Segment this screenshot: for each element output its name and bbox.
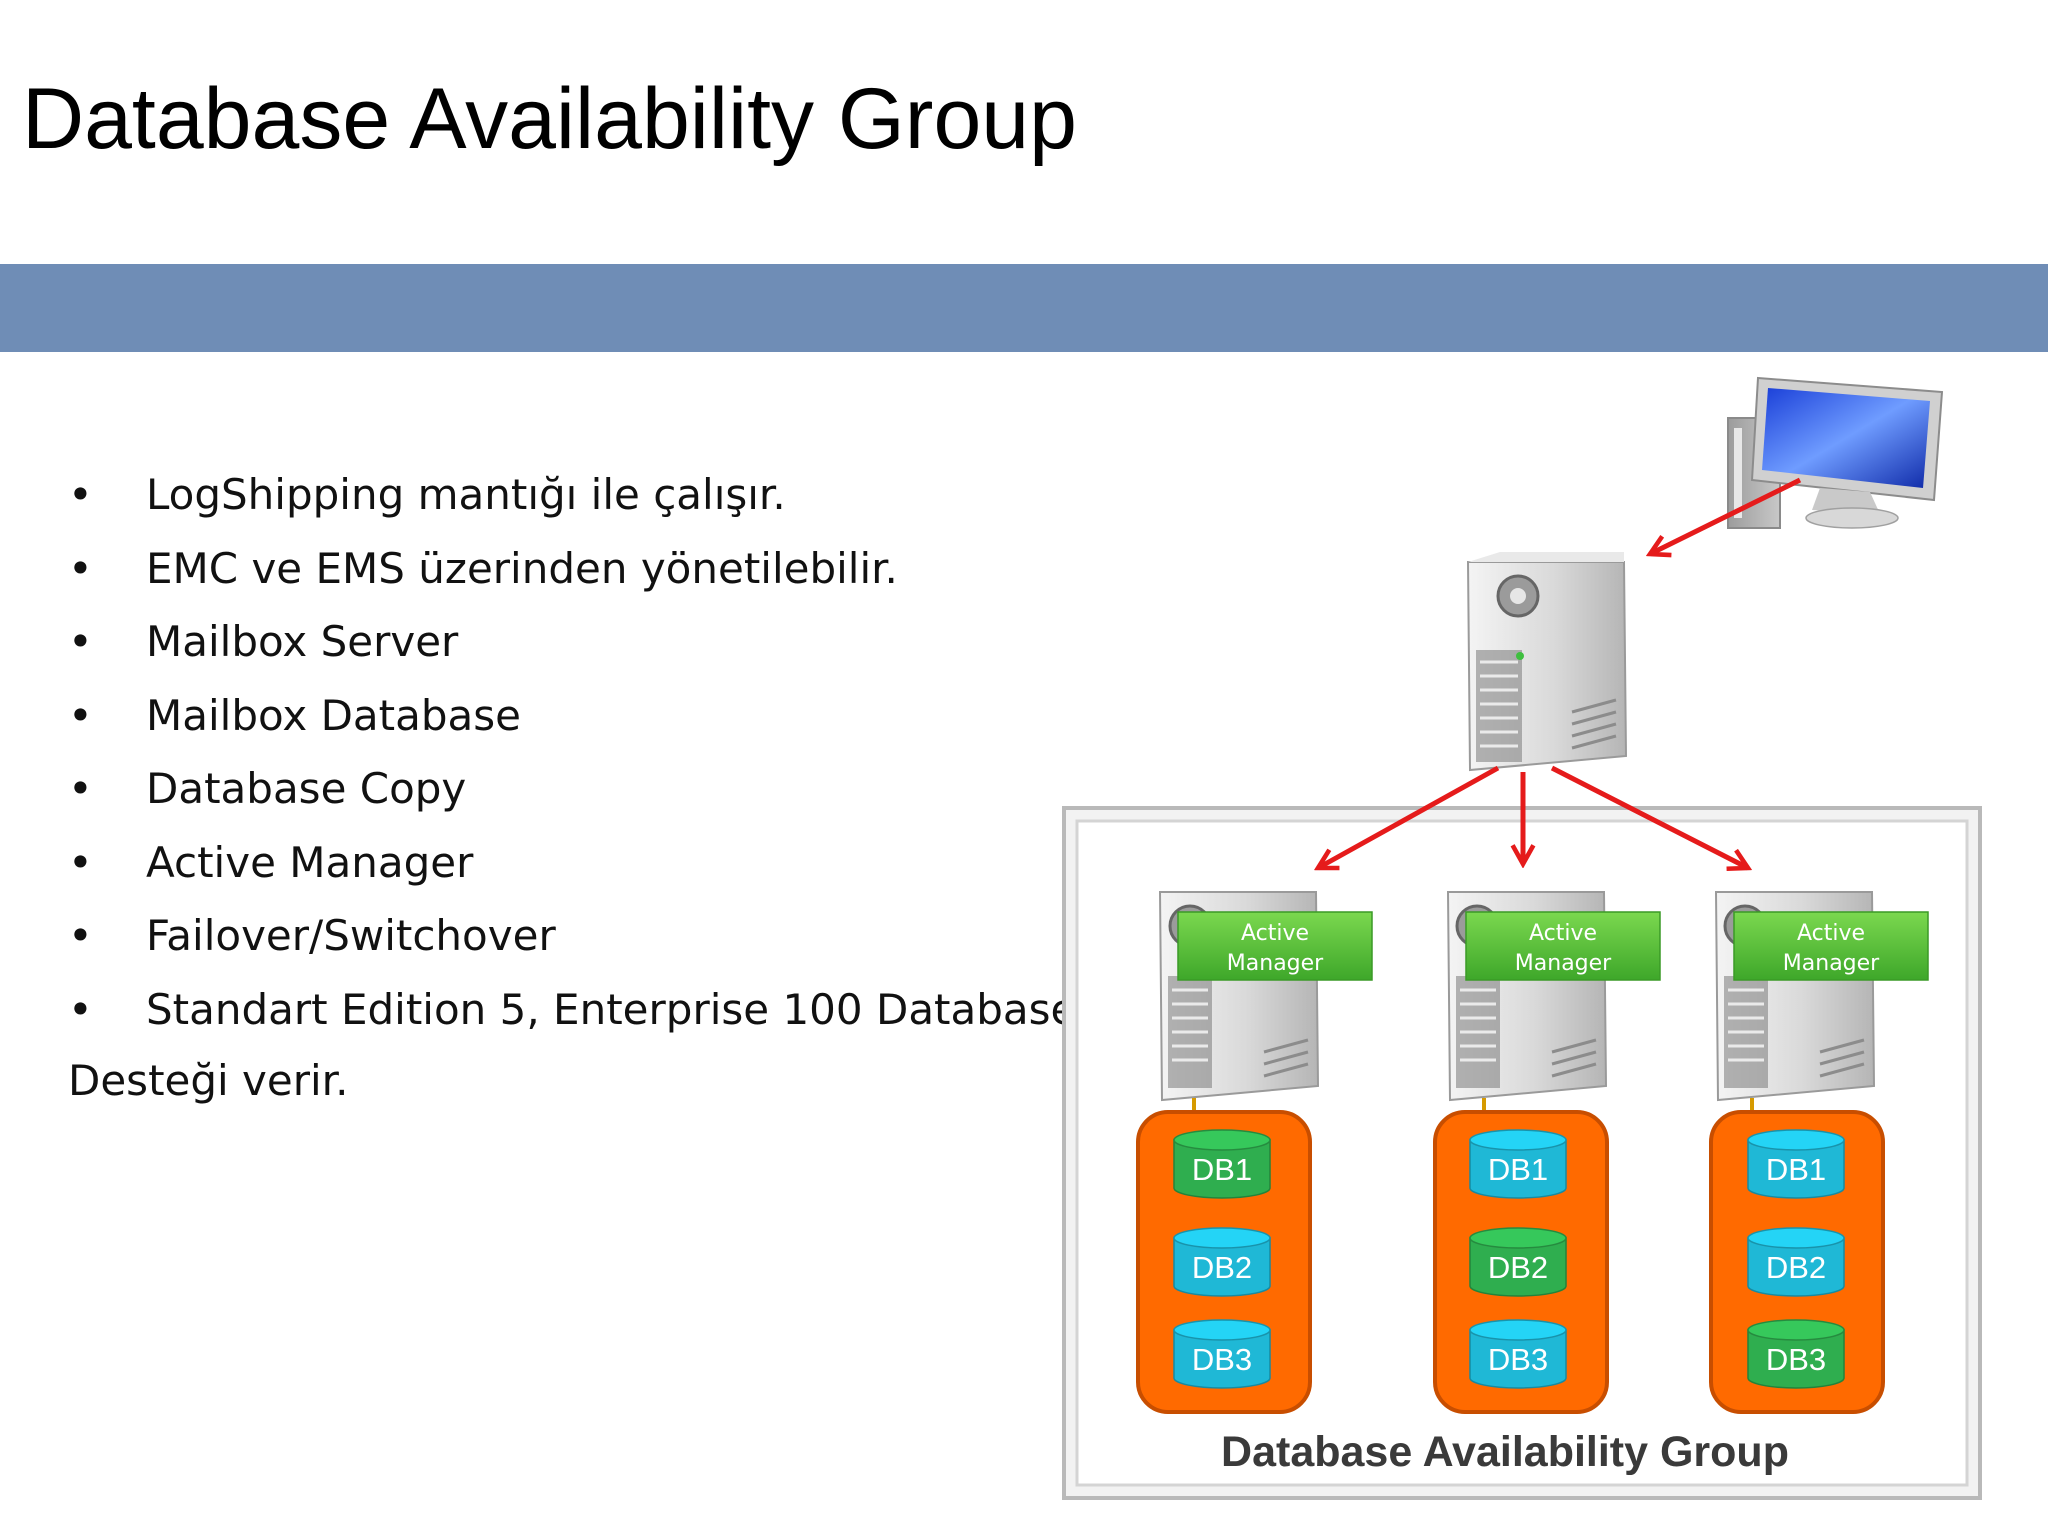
bullet-item: •Mailbox Database	[68, 679, 1068, 753]
cylinder-body	[1469, 1329, 1567, 1389]
cylinder-top	[1747, 1227, 1845, 1249]
slide-title: Database Availability Group	[22, 71, 1077, 167]
bullet-item: •Mailbox Server	[68, 605, 1068, 679]
database-label: DB2	[1488, 1250, 1548, 1285]
cylinder-top	[1173, 1227, 1271, 1249]
cylinder-body	[1747, 1329, 1845, 1389]
bullet-item: •LogShipping mantığı ile çalışır.	[68, 458, 1068, 532]
central-server-icon	[1466, 552, 1628, 772]
database-cylinder-passive: DB2	[1747, 1227, 1845, 1297]
bullet-item: •Database Copy	[68, 752, 1068, 826]
database-label: DB3	[1192, 1342, 1252, 1377]
bullet-item: •EMC ve EMS üzerinden yönetilebilir.	[68, 532, 1068, 606]
arrow-to-node-3	[1550, 765, 1748, 868]
database-label: DB1	[1488, 1152, 1548, 1187]
active-manager-label-line2: Manager	[1515, 951, 1612, 976]
cylinder-top	[1747, 1319, 1845, 1341]
bullet-list: •LogShipping mantığı ile çalışır. •EMC v…	[68, 458, 1076, 1047]
cylinder-body	[1469, 1139, 1567, 1199]
cylinder-body	[1747, 1139, 1845, 1199]
cylinder-top	[1469, 1129, 1567, 1151]
title-divider-band	[0, 264, 2048, 352]
active-manager-badge: Active Manager	[1465, 911, 1661, 981]
active-manager-badge: Active Manager	[1733, 911, 1929, 981]
active-manager-badge: Active Manager	[1177, 911, 1373, 981]
cylinder-body	[1747, 1237, 1845, 1297]
active-manager-label-line1: Active	[1241, 921, 1309, 946]
bullet-item: •Active Manager	[68, 826, 1068, 900]
bullet-item: •Standart Edition 5, Enterprise 100 Data…	[68, 973, 1076, 1047]
cylinder-body	[1173, 1329, 1271, 1389]
database-cylinder-passive: DB3	[1469, 1319, 1567, 1389]
cylinder-top	[1173, 1319, 1271, 1341]
active-manager-label-line1: Active	[1797, 921, 1865, 946]
database-cylinder-passive: DB2	[1173, 1227, 1271, 1297]
database-cylinder-active: DB2	[1469, 1227, 1567, 1297]
arrow-client-to-server	[1650, 477, 1802, 554]
cylinder-top	[1747, 1129, 1845, 1151]
database-label: DB3	[1488, 1342, 1548, 1377]
cylinder-body	[1173, 1237, 1271, 1297]
database-cylinder-active: DB1	[1173, 1129, 1271, 1199]
database-cylinder-passive: DB3	[1173, 1319, 1271, 1389]
arrow-to-node-1	[1318, 765, 1500, 868]
database-label: DB2	[1766, 1250, 1826, 1285]
cylinder-top	[1173, 1129, 1271, 1151]
active-manager-label-line1: Active	[1529, 921, 1597, 946]
client-computer-icon	[1727, 376, 1944, 529]
cylinder-top	[1469, 1319, 1567, 1341]
database-label: DB1	[1192, 1152, 1252, 1187]
database-label: DB3	[1766, 1342, 1826, 1377]
dag-group-label: Database Availability Group	[1221, 1428, 1789, 1476]
database-cylinder-passive: DB1	[1469, 1129, 1567, 1199]
active-manager-label-line2: Manager	[1783, 951, 1880, 976]
cylinder-top	[1469, 1227, 1567, 1249]
active-manager-label-line2: Manager	[1227, 951, 1324, 976]
bullet-continuation: Desteği verir.	[68, 1056, 349, 1105]
database-label: DB2	[1192, 1250, 1252, 1285]
database-label: DB1	[1766, 1152, 1826, 1187]
cylinder-body	[1173, 1139, 1271, 1199]
database-cylinder-active: DB3	[1747, 1319, 1845, 1389]
cylinder-body	[1469, 1237, 1567, 1297]
database-cylinder-passive: DB1	[1747, 1129, 1845, 1199]
bullet-item: •Failover/Switchover	[68, 899, 1068, 973]
